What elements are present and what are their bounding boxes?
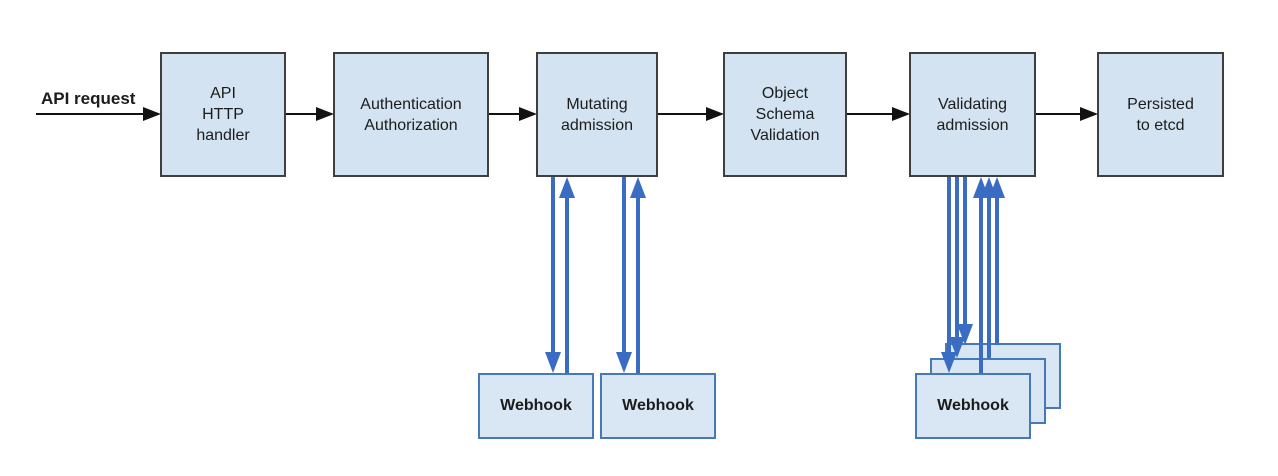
- arrow-validating-webhook-down-2: [949, 177, 965, 358]
- mutating-webhook-box-2: Webhook: [600, 373, 716, 439]
- arrow-mutating-webhook1-down: [545, 177, 561, 373]
- arrow-validating-webhook-up-2: [981, 177, 997, 358]
- node-persisted-to-etcd: Persisted to etcd: [1097, 52, 1224, 177]
- arrow-api-request: [36, 107, 161, 121]
- arrow-mutating-webhook1-up: [559, 177, 575, 373]
- node-object-schema-validation: Object Schema Validation: [723, 52, 847, 177]
- node-mutating-admission: Mutating admission: [536, 52, 658, 177]
- api-request-label: API request: [41, 89, 136, 108]
- arrow-auth-to-mutating: [489, 107, 537, 121]
- arrow-mutating-webhook2-up: [630, 177, 646, 373]
- mutating-webhook-box-1: Webhook: [478, 373, 594, 439]
- validating-webhook-box-front: Webhook: [915, 373, 1031, 439]
- arrow-validating-webhook-down-3: [957, 177, 973, 345]
- arrow-mutating-webhook2-down: [616, 177, 632, 373]
- arrow-handler-to-auth: [286, 107, 334, 121]
- arrow-schema-to-validating: [847, 107, 910, 121]
- node-validating-admission: Validating admission: [909, 52, 1036, 177]
- arrow-mutating-to-schema: [658, 107, 724, 121]
- node-authentication-authorization: Authentication Authorization: [333, 52, 489, 177]
- node-api-http-handler: API HTTP handler: [160, 52, 286, 177]
- arrow-validating-to-etcd: [1036, 107, 1098, 121]
- arrow-validating-webhook-up-3: [989, 177, 1005, 345]
